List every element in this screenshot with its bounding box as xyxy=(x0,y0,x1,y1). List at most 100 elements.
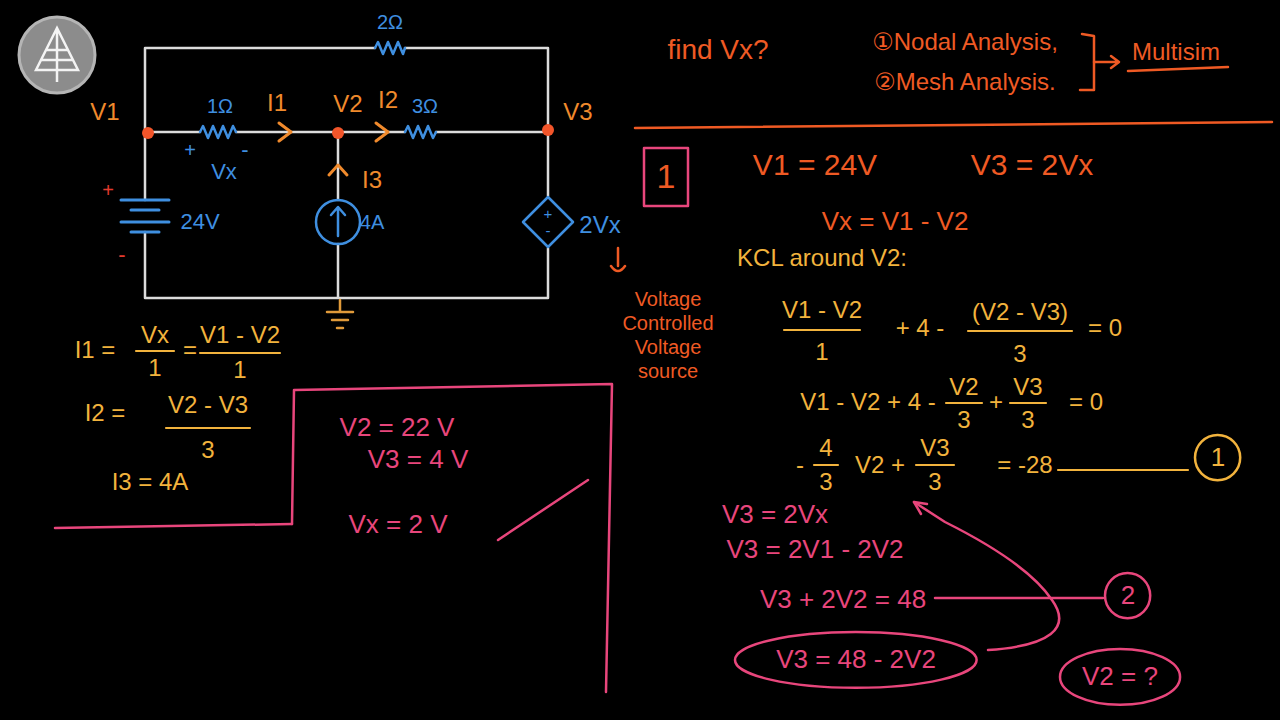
voltage-name: Vx xyxy=(211,159,237,184)
equation-number-circle: 2 xyxy=(1104,572,1151,619)
frame-outline xyxy=(292,384,612,692)
equation-term: V3 xyxy=(1013,373,1042,401)
frame-line xyxy=(55,524,292,528)
equation: V3 = 2V1 - 2V2 xyxy=(726,535,903,565)
equation-term: = xyxy=(183,336,197,364)
tool-note: Multisim xyxy=(1132,38,1220,66)
ellipse-outline xyxy=(1105,573,1150,618)
equation-term: 3 xyxy=(1021,406,1034,434)
note: Voltage Controlled Voltage source xyxy=(611,287,725,383)
dependent-source-diamond: +- xyxy=(522,196,574,248)
equation-term: 3 xyxy=(928,468,941,496)
polarity-sign: - xyxy=(546,223,551,238)
fraction-bar xyxy=(968,330,1072,332)
node-name: V1 xyxy=(90,98,119,126)
equation-term: + xyxy=(989,388,1003,416)
current-name: I3 xyxy=(362,166,382,194)
polarity-sign: - xyxy=(241,137,248,162)
leader-line xyxy=(935,597,1103,600)
component-value: 1Ω xyxy=(207,95,233,118)
equation-term: - xyxy=(796,451,804,479)
circuit xyxy=(121,42,625,328)
wire xyxy=(145,48,548,298)
result-frame: V2 = 22 VV3 = 4 VVx = 2 V xyxy=(290,382,614,694)
current-arrow xyxy=(329,165,347,175)
step-box: 1 xyxy=(643,147,689,207)
equation-term: V2 + xyxy=(855,451,905,479)
arrow xyxy=(1094,56,1119,68)
highlight-ellipse: V3 = 48 - 2V2 xyxy=(734,631,978,689)
equation-term: 1 xyxy=(815,338,828,366)
ellipse-outline xyxy=(735,632,977,688)
current-name: I2 xyxy=(378,86,398,114)
current-source-symbol xyxy=(316,200,360,244)
equation-term: = 0 xyxy=(1069,388,1103,416)
equation: V3 + 2V2 = 48 xyxy=(760,585,926,615)
polarity-sign: + xyxy=(544,206,553,221)
ground-symbol xyxy=(327,300,353,328)
polarity-sign: - xyxy=(118,242,125,267)
node-name: V2 xyxy=(333,90,362,118)
logo-disc xyxy=(19,17,95,93)
method-note: ①Nodal Analysis, xyxy=(872,28,1058,56)
battery-symbol xyxy=(121,200,169,232)
resistor-symbol xyxy=(405,126,436,138)
leader-line xyxy=(1058,469,1188,471)
step-heading: KCL around V2: xyxy=(737,244,907,272)
check-stroke xyxy=(498,480,588,540)
component-value: 2Vx xyxy=(579,211,620,239)
equation-term: I2 = xyxy=(85,399,126,427)
node-dot xyxy=(142,127,154,139)
component-value: 2Ω xyxy=(377,11,403,34)
component-value: 4A xyxy=(360,211,384,234)
equation-term: = 0 xyxy=(1088,314,1122,342)
node-dot xyxy=(542,124,554,136)
equation-number: 2 xyxy=(1121,581,1135,611)
pointer-mark xyxy=(611,248,625,271)
equation-term: V3 xyxy=(920,434,949,462)
equation-term: 1 xyxy=(233,356,246,384)
equation-term: (V2 - V3) xyxy=(972,298,1068,326)
equation-term: V2 - V3 xyxy=(168,391,248,419)
equation-term: 4 xyxy=(819,434,832,462)
fraction-bar xyxy=(814,464,838,466)
equation: Vx = V1 - V2 xyxy=(822,207,969,237)
equation-term: 3 xyxy=(819,468,832,496)
node-outline xyxy=(522,196,574,248)
result-equation: V2 = 22 V xyxy=(340,413,455,443)
current-arrow xyxy=(279,123,291,141)
node-dot xyxy=(332,127,344,139)
equation: V3 = 48 - 2V2 xyxy=(776,645,936,675)
current-source-arrow xyxy=(331,207,345,236)
equation-term: V1 - V2 + 4 - xyxy=(800,388,935,416)
equation-term: + 4 - xyxy=(896,314,945,342)
result-equation: Vx = 2 V xyxy=(349,510,448,540)
equation-term: V1 - V2 xyxy=(200,321,280,349)
equation-term: I1 = xyxy=(75,336,116,364)
separator-line xyxy=(635,122,1272,128)
resistor-symbol xyxy=(200,126,236,138)
pink-marks xyxy=(55,480,1103,650)
underline xyxy=(1128,67,1228,71)
highlight-ellipse: V2 = ? xyxy=(1059,648,1181,706)
node-dots xyxy=(142,124,554,139)
diamond-outline xyxy=(523,197,573,247)
equation-term: V2 xyxy=(949,373,978,401)
equation-number-circle: 1 xyxy=(1194,434,1241,481)
equation-term: 3 xyxy=(1013,340,1026,368)
method-note: ②Mesh Analysis. xyxy=(874,68,1056,96)
resistor-symbol xyxy=(375,42,405,54)
current-name: I1 xyxy=(267,89,287,117)
equation-term: 3 xyxy=(201,436,214,464)
polarity-sign: + xyxy=(102,179,114,202)
polarity-sign: + xyxy=(184,139,196,162)
equation-number: 1 xyxy=(1211,443,1225,473)
ellipse-outline xyxy=(1195,435,1240,480)
fraction-bar xyxy=(200,352,280,354)
bracket xyxy=(1080,34,1094,90)
equation-term: 1 xyxy=(148,354,161,382)
equation-term: = -28 xyxy=(997,451,1052,479)
equation: V1 = 24V xyxy=(753,148,877,183)
fraction-bar xyxy=(166,427,250,429)
equation: V3 = 2Vx xyxy=(971,148,1094,183)
